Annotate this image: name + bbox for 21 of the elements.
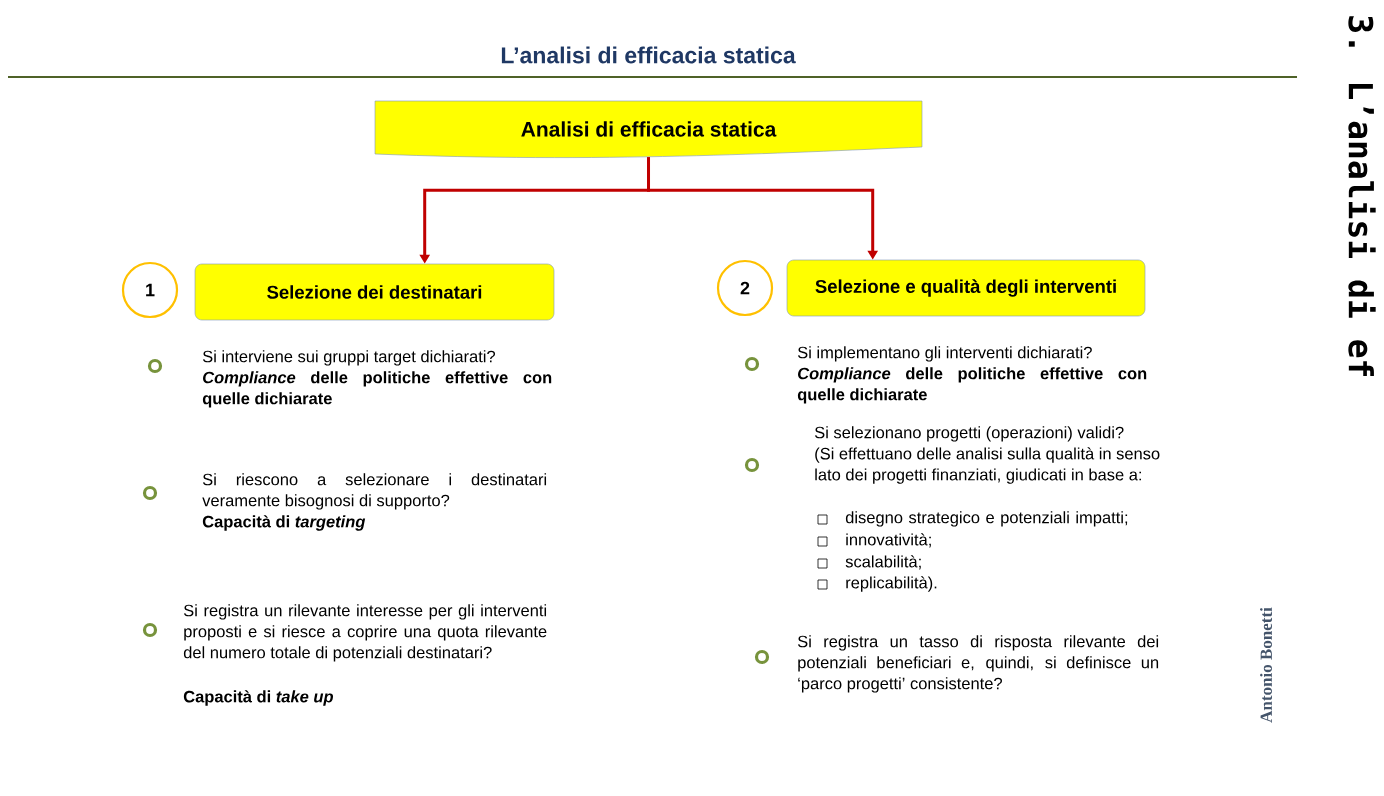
question-text: Compliance delle politiche effettive con quelle dichiarate — [797, 367, 1147, 404]
banner: Analisi di efficacia statica — [374, 100, 923, 158]
question-text: Si registra un rilevante interesse per gli interventi proposti e si riesce a coprire una quota rilevante del numero totale di potenziali destinatari? — [183, 604, 547, 662]
list-item: replicabilità). — [846, 576, 937, 592]
question-text: Si interviene sui gruppi target dichiarati? — [202, 350, 496, 366]
chapter-heading: 3. L’analisi di ef — [1348, 16, 1376, 376]
question-text: Capacità di take up — [183, 690, 334, 706]
question-text: Si implementano gli interventi dichiarati? — [797, 346, 1092, 362]
list-item: scalabilità; — [845, 555, 921, 570]
author-name: Antonio Bonetti — [1260, 607, 1272, 723]
heading-box: Selezione dei destinatari — [194, 263, 555, 321]
list-item: disegno strategico e potenziali impatti; — [845, 511, 1128, 527]
question-text: Capacità di targeting — [202, 515, 366, 531]
question-text: Si selezionano progetti (operazioni) validi? — [814, 426, 1124, 442]
question-text: Si registra un tasso di risposta rilevante dei potenziali beneficiari e, quindi, si definisce un ‘parco progetti’ consistente? — [797, 635, 1159, 693]
title: L’analisi di efficacia statica — [501, 46, 796, 64]
list-item: innovatività; — [846, 533, 931, 548]
question-text: Si riescono a selezionare i destinatari veramente bisognosi di supporto? — [202, 473, 547, 510]
question-text: Compliance delle politiche effettive con quelle dichiarate — [202, 371, 552, 408]
heading-box: Selezione e qualità degli interventi — [786, 259, 1146, 317]
question-text: (Si effettuano delle analisi sulla qualità in senso lato dei progetti finanziati, giudicati in base a: — [815, 447, 1160, 484]
